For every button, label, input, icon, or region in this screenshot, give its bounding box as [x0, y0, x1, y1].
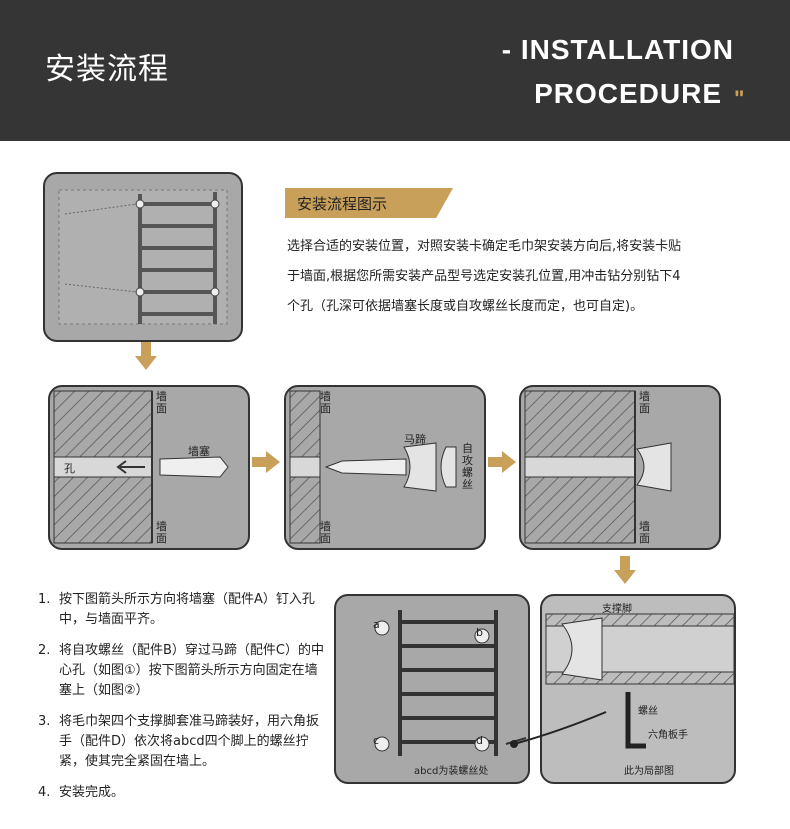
- page-title-en-line1: - INSTALLATION: [501, 34, 734, 65]
- label-screw: 螺丝: [638, 706, 658, 717]
- arrow-right-icon: [252, 451, 280, 473]
- step-number: 4.: [38, 785, 51, 800]
- step-item: 3. 将毛巾架四个支撑脚套准马蹄装好，用六角扳手（配件D）依次将abcd四个脚上…: [38, 712, 328, 772]
- description-line: 于墙面,根据您所需安装产品型号选定安装孔位置,用冲击钻分别钻下4: [287, 269, 681, 284]
- label-wall-bottom: 墙面: [320, 520, 331, 545]
- diagram-assembled: 墙面 墙面: [519, 385, 721, 550]
- label-wall-bottom: 墙面: [639, 520, 650, 545]
- diagram-screw-hoof: 墙面 墙面 马蹄 自攻螺丝: [284, 385, 486, 550]
- label-point-b: b: [476, 626, 483, 639]
- diagram-towel-rack-screws: a b c d abcd为装螺丝处: [334, 594, 530, 784]
- step-text: 安装完成。: [59, 785, 125, 800]
- arrow-down-icon: [135, 342, 157, 370]
- towel-rack-card-illustration: [58, 189, 228, 325]
- label-wall-top: 墙面: [320, 390, 331, 415]
- step-text: 将自攻螺丝（配件B）穿过马蹄（配件C）的中心孔（如图①）按下图箭头所示方向固定在…: [59, 643, 324, 698]
- step-item: 1. 按下图箭头所示方向将墙塞（配件A）钉入孔中，与墙面平齐。: [38, 590, 328, 630]
- label-hole: 孔: [64, 462, 75, 475]
- label-point-a: a: [373, 618, 380, 631]
- step-number: 1.: [38, 592, 51, 607]
- step-text: 将毛巾架四个支撑脚套准马蹄装好，用六角扳手（配件D）依次将abcd四个脚上的螺丝…: [59, 714, 320, 769]
- arrow-right-icon: [488, 451, 516, 473]
- section-tag-label: 安装流程图示: [297, 195, 388, 213]
- description-line: 选择合适的安装位置，对照安装卡确定毛巾架安装方向后,将安装卡贴: [287, 239, 682, 254]
- header-banner: 安装流程 - INSTALLATION PROCEDURE ": [0, 0, 790, 141]
- step-item: 2. 将自攻螺丝（配件B）穿过马蹄（配件C）的中心孔（如图①）按下图箭头所示方向…: [38, 641, 328, 701]
- step-number: 2.: [38, 643, 51, 658]
- connector-line: [510, 711, 607, 748]
- arrow-down-icon: [614, 556, 636, 584]
- label-self-tapping-screw: 自攻螺丝: [462, 442, 473, 491]
- label-wall-plug: 墙塞: [188, 445, 210, 458]
- label-wall-top: 墙面: [639, 390, 650, 415]
- label-partial-view: 此为局部图: [624, 766, 674, 777]
- label-wall-top: 墙面: [156, 390, 167, 415]
- label-hex-wrench: 六角板手: [648, 730, 688, 741]
- diagram-hex-wrench-detail: 支撑脚 螺丝 六角板手 此为局部图: [540, 594, 736, 784]
- install-description: 选择合适的安装位置，对照安装卡确定毛巾架安装方向后,将安装卡贴 于墙面,根据您所…: [287, 232, 747, 322]
- label-point-d: d: [476, 734, 483, 747]
- quote-mark: ": [734, 86, 745, 111]
- diagram-wall-plug: 孔 墙塞 墙面 墙面: [48, 385, 250, 550]
- label-point-c: c: [373, 734, 380, 747]
- step-number: 3.: [38, 714, 51, 729]
- section-tag: 安装流程图示: [285, 188, 453, 218]
- page-title-en-line2: PROCEDURE: [534, 78, 722, 109]
- label-support-foot: 支撑脚: [602, 604, 632, 615]
- step-text: 按下图箭头所示方向将墙塞（配件A）钉入孔中，与墙面平齐。: [59, 592, 315, 627]
- label-horse-hoof: 马蹄: [404, 433, 426, 446]
- label-wall-bottom: 墙面: [156, 520, 167, 545]
- page-title-cn: 安装流程: [45, 52, 169, 87]
- description-line: 个孔（孔深可依据墙塞长度或自攻螺丝长度而定，也可自定)。: [287, 299, 644, 314]
- step-item: 4. 安装完成。: [38, 783, 328, 803]
- diagram-installation-card: [43, 172, 243, 342]
- label-abcd-screws: abcd为装螺丝处: [414, 766, 489, 777]
- install-steps: 1. 按下图箭头所示方向将墙塞（配件A）钉入孔中，与墙面平齐。 2. 将自攻螺丝…: [38, 590, 328, 814]
